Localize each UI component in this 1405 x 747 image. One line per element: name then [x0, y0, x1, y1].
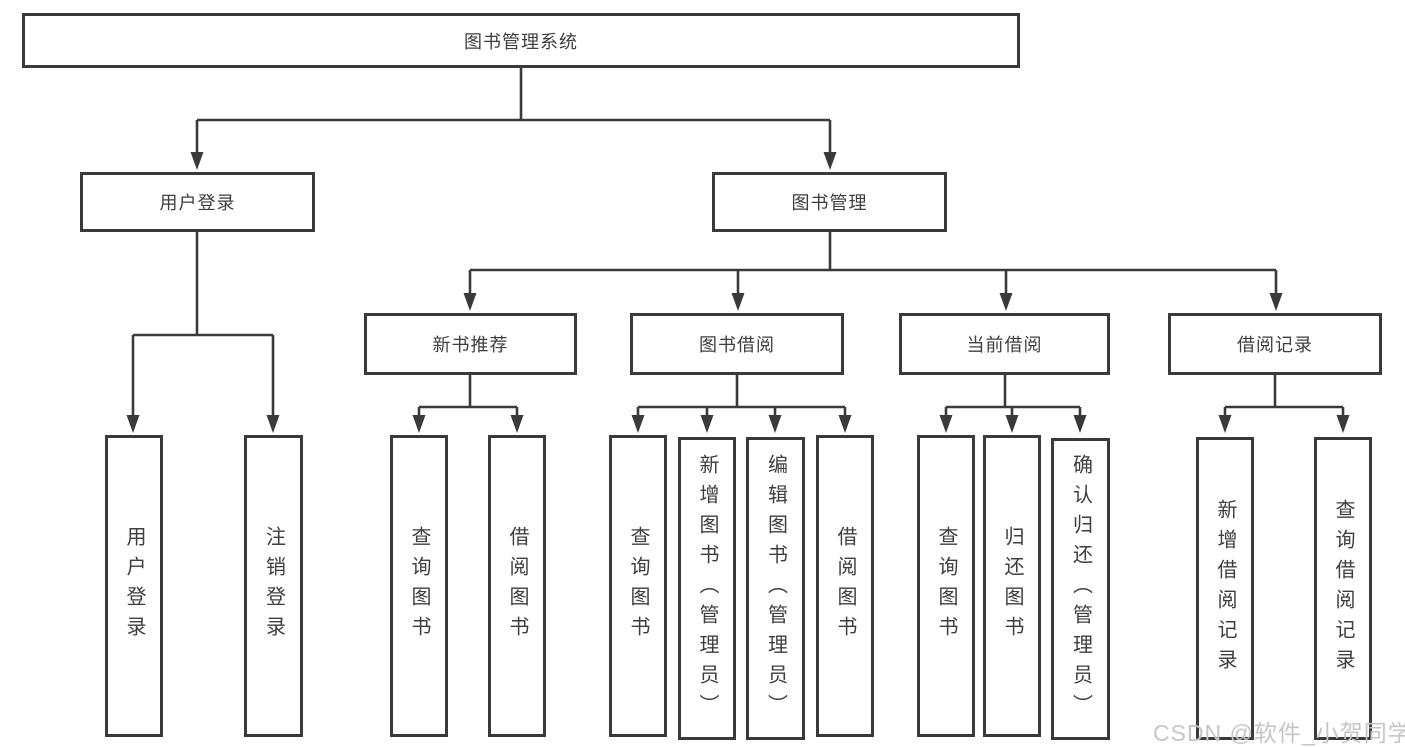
node-book-management-label: 图书管理 — [791, 193, 868, 213]
node-book-borrow: 图书借阅 — [630, 313, 844, 375]
connector-user-login-branch — [126, 232, 280, 433]
leaf-current-query-book-label: 查询图书 — [935, 526, 957, 646]
node-root-label: 图书管理系统 — [464, 31, 578, 52]
leaf-add-book-admin: 新增图书（管理员） — [678, 437, 736, 740]
leaf-query-borrow-record: 查询借阅记录 — [1314, 437, 1372, 740]
node-book-borrow-label: 图书借阅 — [699, 335, 775, 355]
leaf-current-query-book: 查询图书 — [917, 435, 975, 737]
leaf-confirm-return-admin-label: 确认归还（管理员） — [1069, 454, 1092, 724]
connector-book-borrow-branch — [631, 375, 852, 433]
leaf-logout: 注销登录 — [244, 435, 303, 737]
connector-borrow-record-branch — [1218, 375, 1350, 433]
node-user-login: 用户登录 — [80, 172, 315, 232]
leaf-return-book-label: 归还图书 — [1001, 526, 1023, 646]
leaf-return-book: 归还图书 — [983, 435, 1041, 737]
leaf-recommend-borrow-book-label: 借阅图书 — [506, 526, 528, 646]
connector-current-borrow-branch — [939, 375, 1087, 433]
csdn-watermark: CSDN @软件_小贺同学 — [1153, 720, 1405, 746]
leaf-borrow-book-label: 借阅图书 — [834, 526, 856, 646]
leaf-user-login: 用户登录 — [105, 435, 163, 737]
leaf-edit-book-admin-label: 编辑图书（管理员） — [764, 453, 787, 724]
node-current-borrow: 当前借阅 — [899, 313, 1110, 375]
leaf-borrow-book: 借阅图书 — [816, 435, 874, 737]
node-borrow-record-label: 借阅记录 — [1237, 335, 1313, 355]
connector-new-book-recommend-branch — [412, 375, 524, 433]
leaf-recommend-borrow-book: 借阅图书 — [488, 435, 546, 737]
leaf-user-login-label: 用户登录 — [123, 526, 145, 646]
connector-book-management-branch — [463, 232, 1283, 311]
leaf-query-borrow-record-label: 查询借阅记录 — [1332, 498, 1354, 679]
node-current-borrow-label: 当前借阅 — [966, 335, 1043, 355]
leaf-edit-book-admin: 编辑图书（管理员） — [746, 437, 805, 740]
node-borrow-record: 借阅记录 — [1168, 313, 1382, 375]
leaf-logout-label: 注销登录 — [262, 526, 285, 646]
leaf-add-borrow-record-label: 新增借阅记录 — [1214, 498, 1236, 679]
leaf-add-borrow-record: 新增借阅记录 — [1196, 437, 1254, 740]
leaf-borrow-query-book-label: 查询图书 — [627, 526, 649, 646]
node-new-book-recommend-label: 新书推荐 — [432, 335, 509, 355]
leaf-confirm-return-admin: 确认归还（管理员） — [1051, 438, 1110, 740]
node-book-management: 图书管理 — [712, 172, 947, 232]
leaf-recommend-query-book-label: 查询图书 — [408, 526, 430, 646]
connector-root-to-level2 — [190, 68, 837, 170]
node-user-login-label: 用户登录 — [159, 193, 236, 213]
leaf-borrow-query-book: 查询图书 — [609, 435, 667, 737]
node-root: 图书管理系统 — [22, 13, 1020, 68]
leaf-add-book-admin-label: 新增图书（管理员） — [696, 453, 718, 724]
leaf-recommend-query-book: 查询图书 — [390, 435, 448, 737]
node-new-book-recommend: 新书推荐 — [364, 313, 577, 375]
